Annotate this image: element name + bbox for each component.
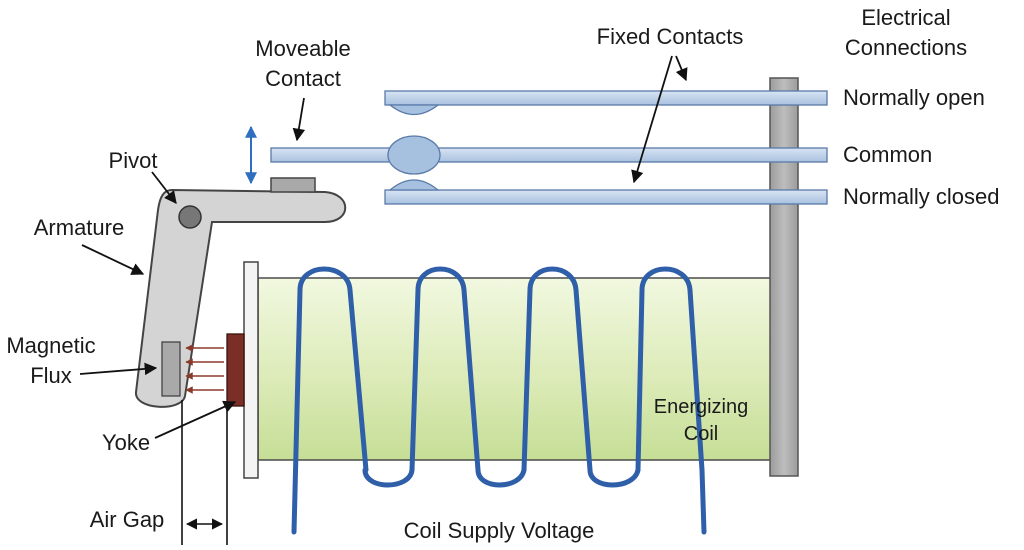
pivot-point [178, 205, 202, 229]
normally-open-blade [384, 90, 828, 106]
coil-wire-front [291, 266, 707, 535]
common-blade [270, 147, 828, 163]
air-gap-dimension [181, 400, 228, 545]
label-electrical-connections-2: Connections [845, 35, 967, 60]
label-moveable-contact-2: Contact [265, 66, 341, 91]
label-magnetic-flux-2: Flux [30, 363, 72, 388]
leader-lines [79, 55, 688, 439]
label-energizing-coil-1: Energizing [654, 396, 749, 418]
contact-point-nc [388, 179, 440, 191]
label-normally-closed: Normally closed [843, 184, 1000, 209]
label-normally-open: Normally open [843, 85, 985, 110]
contacts [270, 90, 828, 205]
label-air-gap: Air Gap [90, 507, 165, 532]
magnetic-flux-arrows [185, 344, 224, 394]
terminal-post [769, 77, 799, 477]
label-electrical-connections-1: Electrical [861, 5, 950, 30]
label-armature: Armature [34, 215, 124, 240]
label-moveable-contact-1: Moveable [255, 36, 350, 61]
coil-wire-back [362, 467, 641, 488]
moveable-contact-pad [270, 177, 316, 193]
core-end-plate [243, 261, 259, 479]
coil-core [257, 277, 773, 461]
label-pivot: Pivot [109, 148, 158, 173]
normally-closed-blade [384, 189, 828, 205]
armature-plate [161, 341, 181, 397]
label-fixed-contacts: Fixed Contacts [597, 24, 744, 49]
yoke [226, 333, 245, 407]
label-common: Common [843, 142, 932, 167]
contact-point-no [388, 104, 440, 116]
armature [134, 177, 347, 408]
label-yoke: Yoke [102, 430, 150, 455]
label-magnetic-flux-1: Magnetic [6, 333, 95, 358]
label-coil-supply-voltage: Coil Supply Voltage [404, 518, 595, 543]
labels: Electrical Connections Fixed Contacts Mo… [6, 5, 999, 543]
contact-point-common [387, 135, 441, 175]
label-energizing-coil-2: Coil [684, 423, 718, 445]
